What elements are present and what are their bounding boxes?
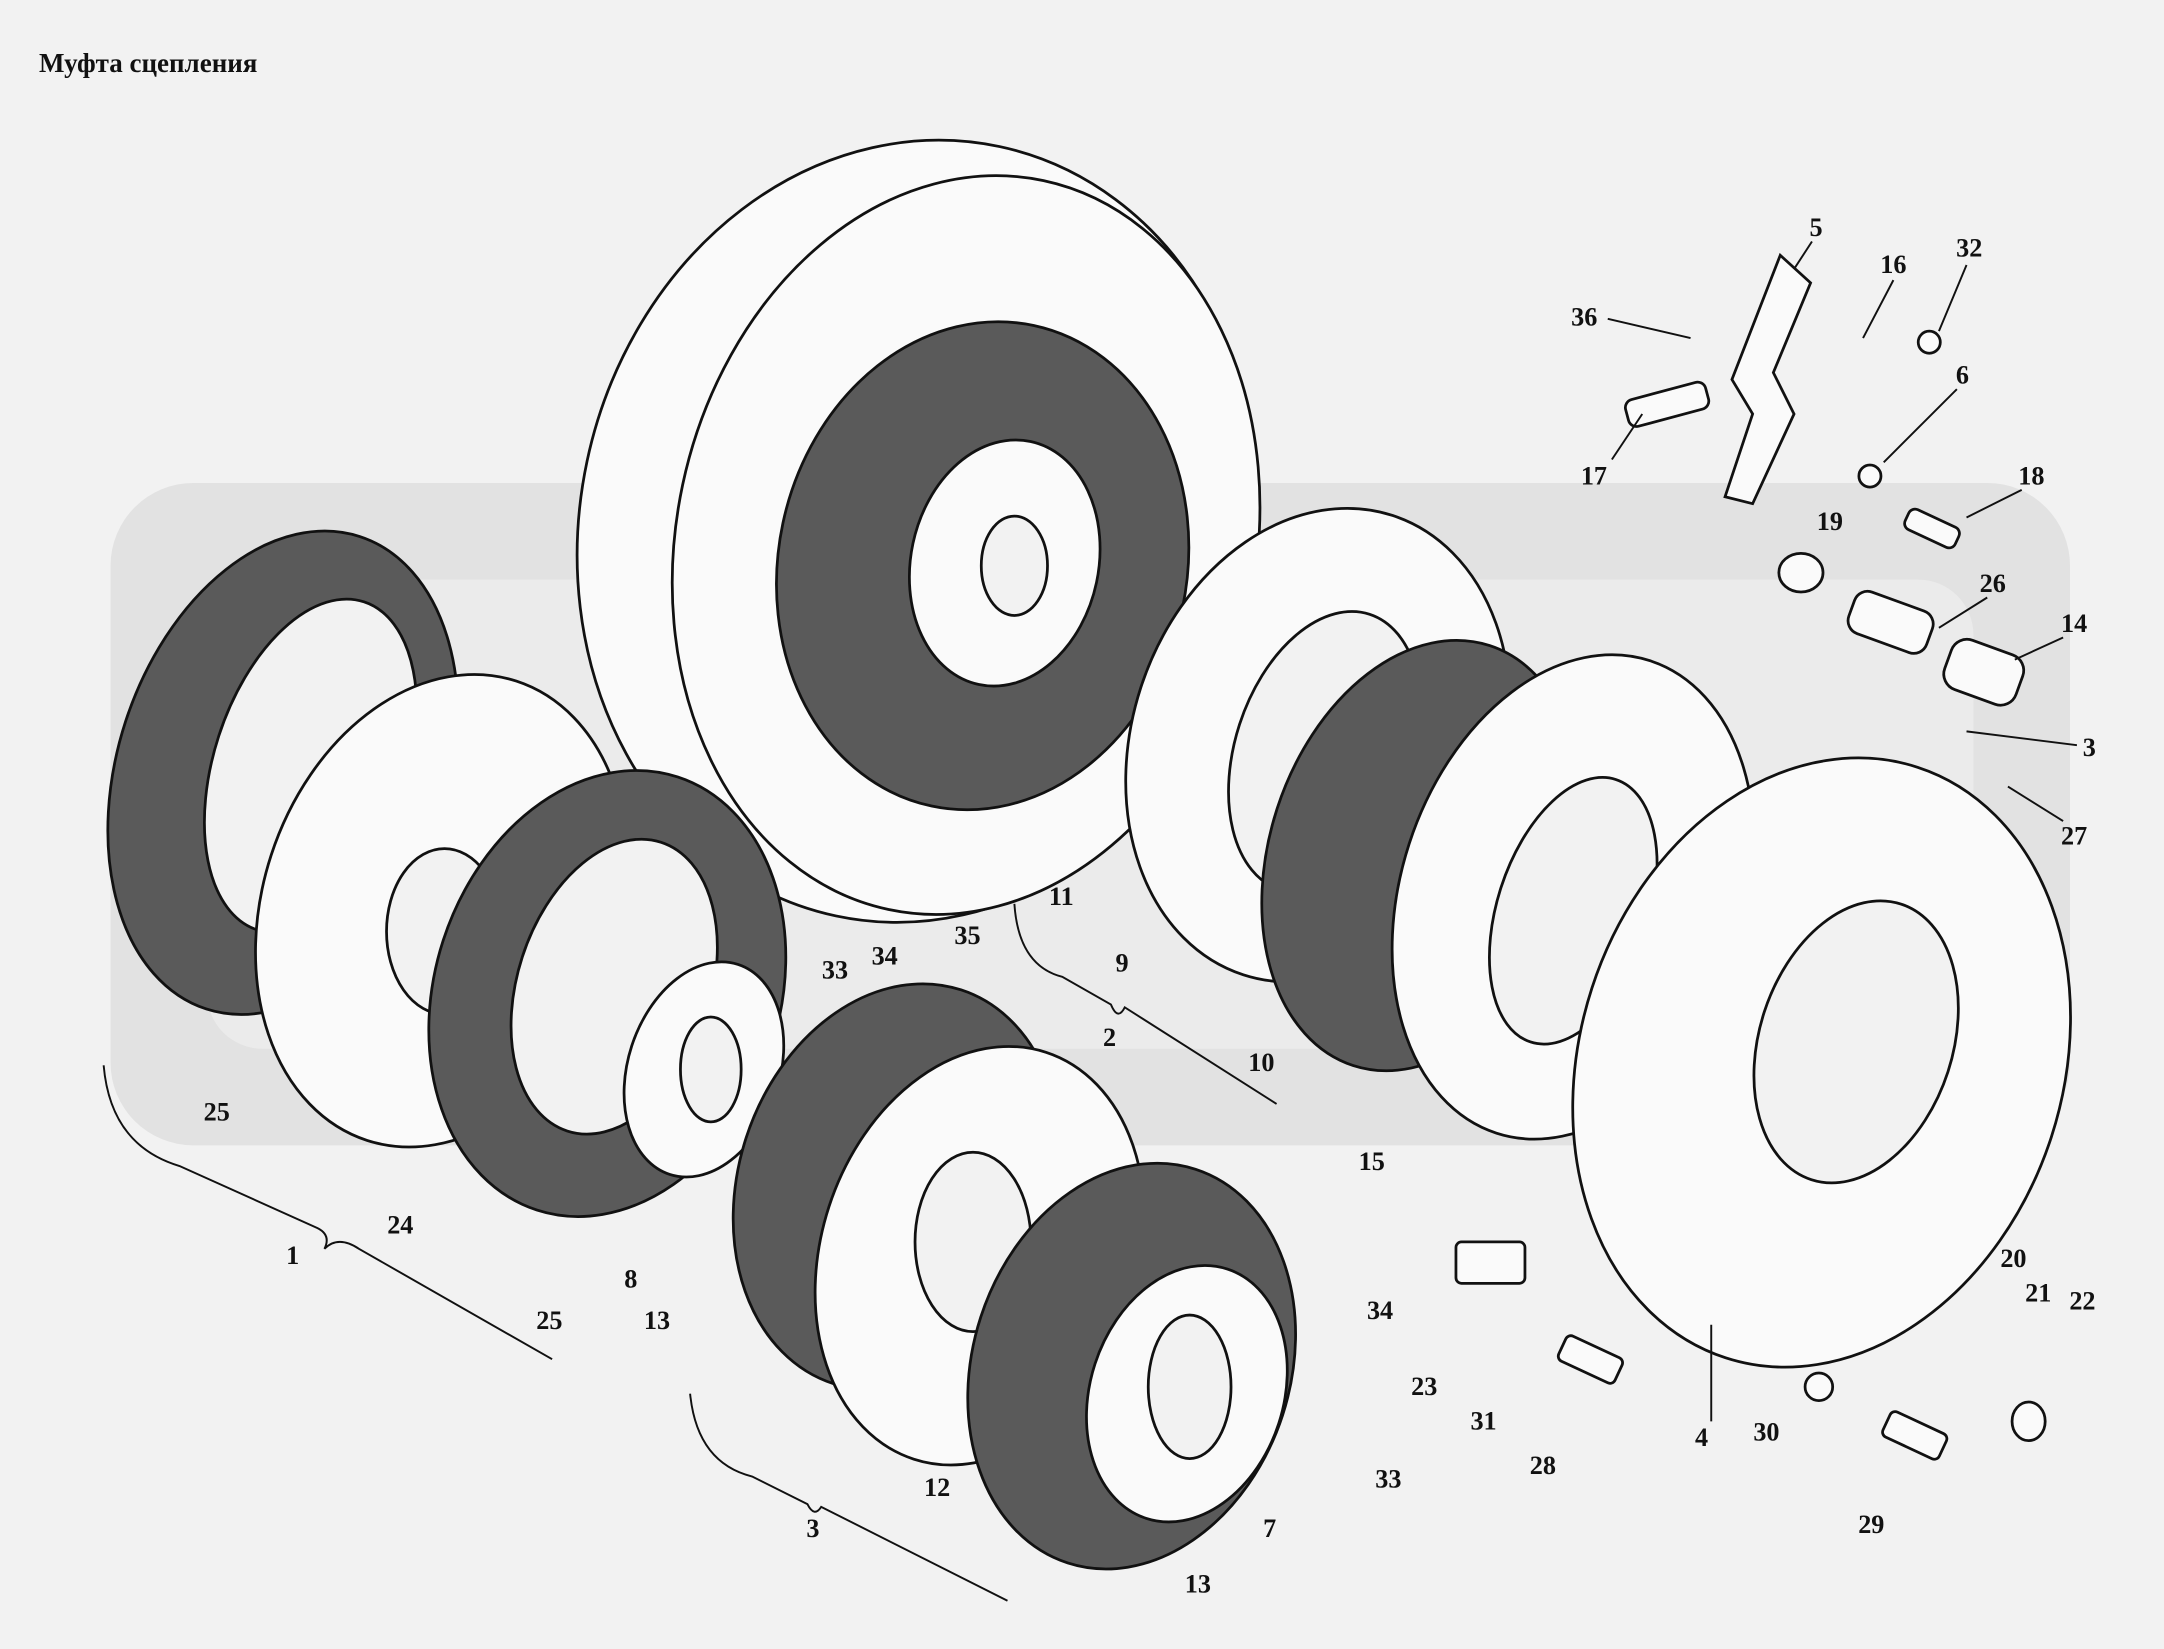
flywheel (575, 138, 1262, 924)
callout-11: 11 (1049, 882, 1074, 911)
driven-disc-assembly-1 (106, 529, 788, 1218)
callout-9: 9 (1115, 948, 1128, 977)
callout-22: 22 (2069, 1287, 2095, 1316)
leader-lines (102, 240, 2078, 1602)
callout-27: 27 (2061, 822, 2087, 851)
callout-13b: 13 (1185, 1569, 1211, 1598)
callout-35: 35 (954, 921, 980, 950)
callout-30: 30 (1753, 1418, 1779, 1447)
callout-29: 29 (1858, 1510, 1884, 1539)
callout-17: 17 (1581, 461, 1607, 490)
callout-25: 25 (204, 1097, 230, 1126)
callout-36: 36 (1571, 303, 1597, 332)
callout-32: 32 (1956, 234, 1982, 263)
callout-10: 10 (1248, 1048, 1274, 1077)
driven-disc-assembly-3 (731, 982, 1297, 1571)
callout-28: 28 (1530, 1451, 1556, 1480)
callout-18: 18 (2018, 461, 2044, 490)
callout-8: 8 (624, 1264, 637, 1293)
callout-34: 34 (872, 942, 898, 971)
callout-34b: 34 (1367, 1296, 1393, 1325)
callout-31: 31 (1470, 1407, 1496, 1436)
callout-25b: 25 (536, 1306, 562, 1335)
callout-23: 23 (1411, 1372, 1437, 1401)
callout-6: 6 (1956, 361, 1969, 390)
callout-5: 5 (1810, 213, 1823, 242)
clutch-housing (1571, 756, 2072, 1369)
callout-20: 20 (2000, 1244, 2026, 1273)
callout-3b: 3 (2083, 733, 2096, 762)
callout-24: 24 (387, 1211, 413, 1240)
callout-2: 2 (1103, 1023, 1116, 1052)
callout-12: 12 (924, 1473, 950, 1502)
callout-4: 4 (1695, 1423, 1708, 1452)
callout-1: 1 (286, 1241, 299, 1270)
callout-labels: 1 2 3 3 4 5 6 7 8 9 10 11 12 13 13 14 15… (204, 213, 2096, 1598)
callout-14: 14 (2061, 609, 2087, 638)
diagram-title: Муфта сцепления (39, 48, 258, 78)
callout-26: 26 (1980, 569, 2006, 598)
release-lever-parts (1454, 252, 2047, 1461)
callout-19: 19 (1817, 507, 1843, 536)
callout-33: 33 (822, 955, 848, 984)
callout-7: 7 (1263, 1514, 1276, 1543)
callout-33b: 33 (1375, 1465, 1401, 1494)
callout-21: 21 (2025, 1278, 2051, 1307)
callout-15: 15 (1359, 1147, 1385, 1176)
callout-13: 13 (644, 1306, 670, 1335)
callout-3: 3 (806, 1514, 819, 1543)
callout-16: 16 (1880, 250, 1906, 279)
